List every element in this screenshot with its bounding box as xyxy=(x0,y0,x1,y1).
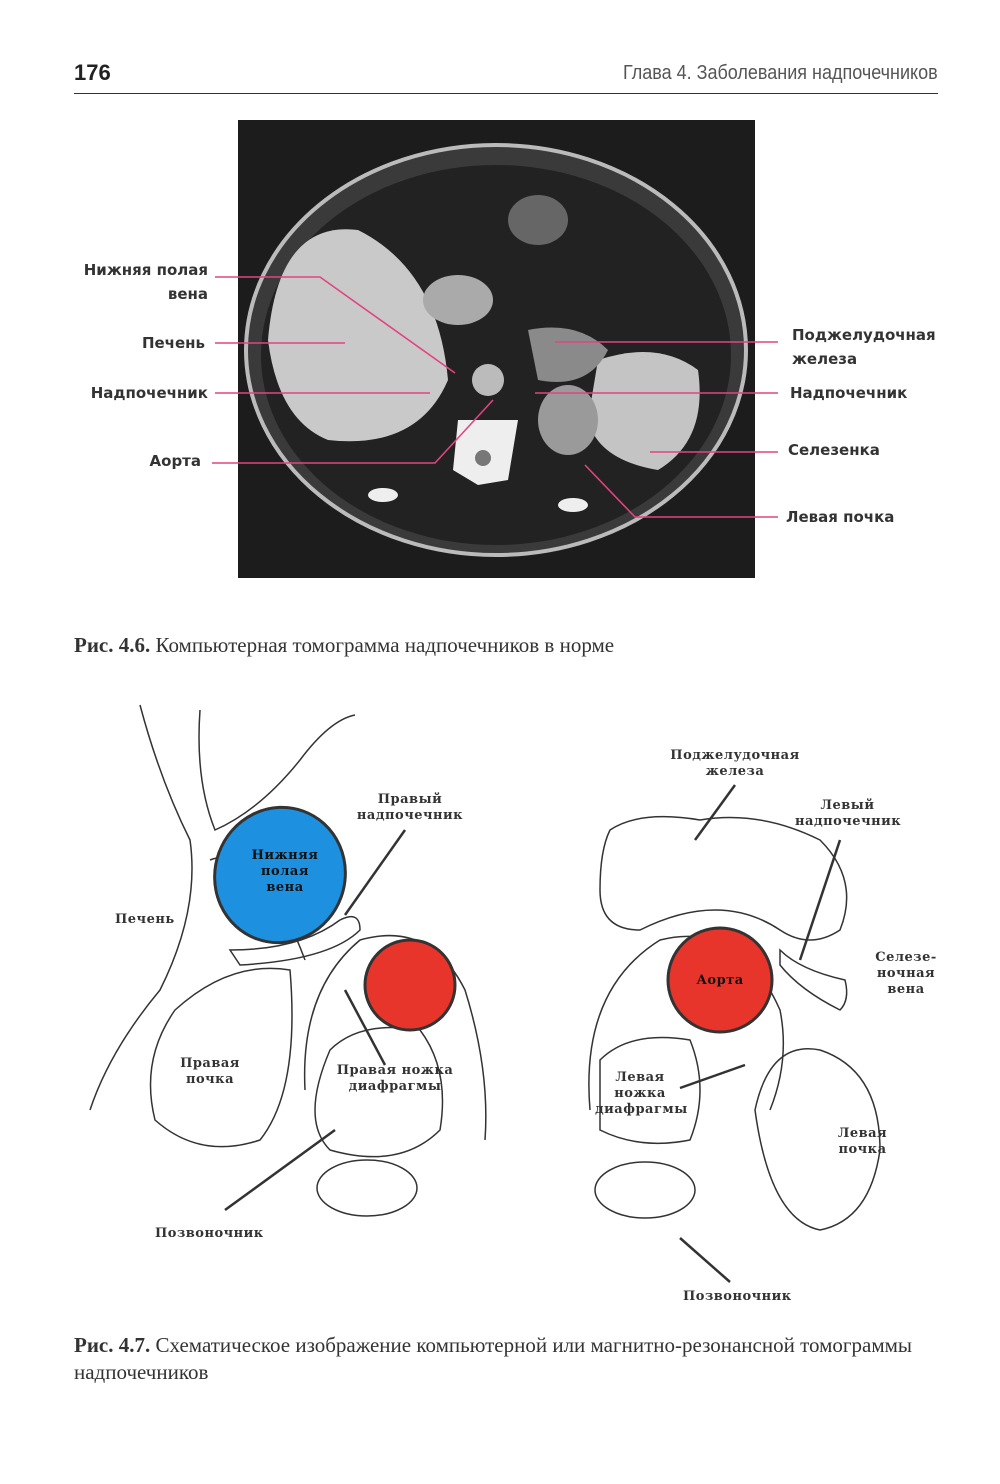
diagram-aorta: Аорта xyxy=(696,973,744,988)
ct-scan-image xyxy=(238,120,755,578)
caption-text: Схематическое изображение компьютерной и… xyxy=(74,1333,913,1384)
schematic-diagram xyxy=(89,704,881,1283)
label-pancreas: Поджелудочная железа xyxy=(792,326,936,368)
diagram-liver: Печень xyxy=(115,912,175,927)
diagram-right-kidney: Правая почка xyxy=(180,1056,240,1087)
diagram-left-crus: Левая ножка диафрагмы xyxy=(595,1070,688,1117)
figure-4-7-caption: Рис. 4.7. Схематическое изображение комп… xyxy=(74,1332,944,1386)
diagram-pancreas: Поджелудочная железа xyxy=(670,748,800,779)
label-left-kidney: Левая почка xyxy=(786,508,895,526)
caption-prefix: Рис. 4.7. xyxy=(74,1333,151,1357)
label-left-adrenal: Надпочечник xyxy=(790,384,908,402)
diagram-right-crus: Правая ножка диафрагмы xyxy=(336,1063,454,1094)
page-number: 176 xyxy=(74,60,111,85)
label-spleen: Селезенка xyxy=(788,441,880,459)
label-liver: Печень xyxy=(141,334,205,352)
caption-prefix: Рис. 4.6. xyxy=(74,633,151,657)
aorta-left-shape xyxy=(363,938,457,1032)
chapter-title: Глава 4. Заболевания надпочечников xyxy=(623,62,938,84)
label-aorta: Аорта xyxy=(149,452,201,470)
diagram-spine-left: Позвоночник xyxy=(155,1226,264,1241)
ivc-shape xyxy=(213,805,347,945)
label-ivc: Нижняя полая вена xyxy=(83,261,208,303)
caption-text: Компьютерная томограмма надпочечников в … xyxy=(150,633,615,657)
figure-4-6-caption: Рис. 4.6. Компьютерная томограмма надпоч… xyxy=(74,633,614,658)
diagram-left-kidney: Левая почка xyxy=(837,1126,888,1157)
diagram-left-adrenal: Левый надпочечник xyxy=(795,798,902,829)
diagram-spine-right: Позвоночник xyxy=(683,1289,792,1304)
diagram-splenic-vein: Селезе-ночная вена xyxy=(875,950,937,997)
aorta-right-shape xyxy=(666,926,774,1034)
diagram-ivc-label: Нижняя полая вена xyxy=(251,848,319,895)
label-right-adrenal: Надпочечник xyxy=(90,384,208,402)
ct-leader-lines xyxy=(212,276,778,518)
diagram-right-adrenal: Правый надпочечник xyxy=(356,792,464,823)
header-rule xyxy=(74,93,938,94)
